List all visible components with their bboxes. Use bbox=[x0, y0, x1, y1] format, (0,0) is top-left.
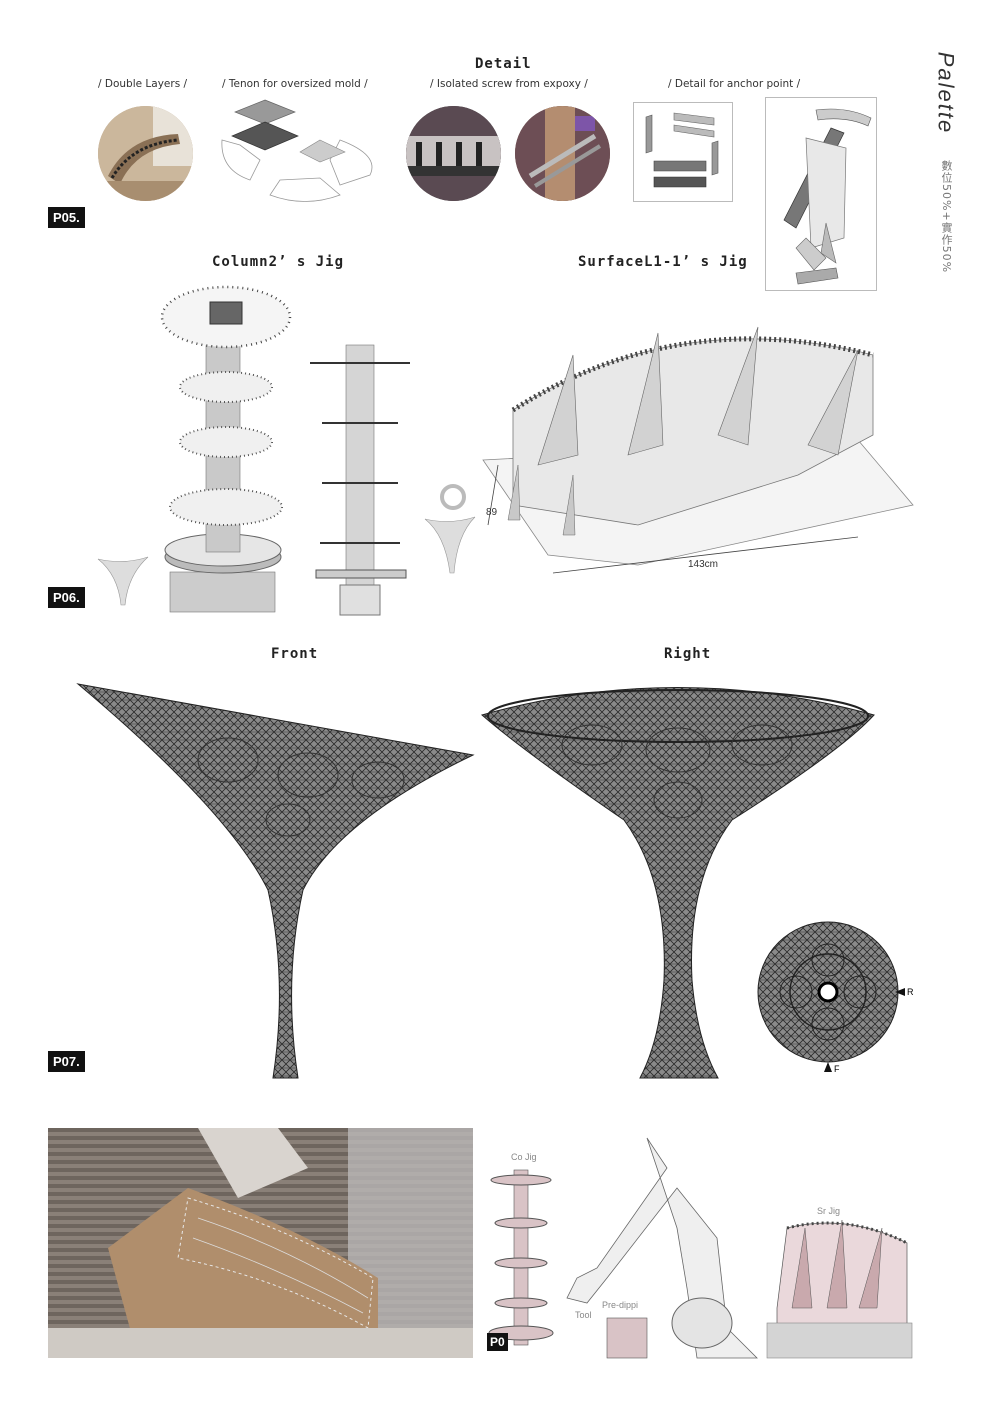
pre-dipping-label: Pre-dippi bbox=[602, 1300, 638, 1310]
trumpet-icon-small-mid bbox=[424, 484, 476, 574]
column-jig-exploded bbox=[160, 285, 292, 613]
caption-double-layers: / Double Layers / bbox=[98, 78, 188, 90]
surface-jig-width-label: 143cm bbox=[688, 559, 718, 570]
caption-tenon: / Tenon for oversized mold / bbox=[222, 78, 368, 90]
caption-isolated-screw: / Isolated screw from expoxy / bbox=[430, 78, 588, 90]
marker-f-label: F bbox=[834, 1064, 840, 1074]
brand-subtitle: 數位50%+實作50% bbox=[940, 160, 953, 274]
surface-jig-drawing: 143cm 89 bbox=[482, 326, 914, 574]
robot-setup-drawing: Co Jig Tool Pre-dippi Sr Jig bbox=[487, 1128, 913, 1359]
anchor-detail-box-2 bbox=[765, 97, 877, 291]
photo-screw-2 bbox=[515, 106, 610, 201]
photo-double-layers bbox=[98, 106, 193, 201]
trumpet-icon-small-left bbox=[97, 556, 149, 606]
fabrication-photo bbox=[48, 1128, 473, 1358]
column-jig-elevation bbox=[310, 344, 410, 616]
right-title: Right bbox=[664, 646, 712, 662]
section-code-p07: P07. bbox=[48, 1051, 85, 1072]
section-code-p08: P0 bbox=[487, 1333, 508, 1351]
right-view-mesh bbox=[480, 687, 875, 1079]
front-title: Front bbox=[271, 646, 319, 662]
brand-title: Palette bbox=[933, 51, 959, 135]
co-jig-label: Co Jig bbox=[511, 1152, 537, 1162]
top-view-mesh: R F bbox=[757, 921, 914, 1074]
section-code-p06: P06. bbox=[48, 587, 85, 608]
tenon-drawing bbox=[221, 99, 373, 202]
tool-label: Tool bbox=[575, 1310, 592, 1320]
caption-anchor-point: / Detail for anchor point / bbox=[668, 78, 801, 90]
anchor-detail-box-1 bbox=[633, 102, 733, 202]
surface-jig-depth-label: 89 bbox=[486, 507, 498, 518]
photo-screw-1 bbox=[406, 106, 501, 201]
column-jig-title: Column2’ s Jig bbox=[212, 254, 345, 270]
surface-jig-title: SurfaceL1-1’ s Jig bbox=[578, 254, 748, 270]
marker-r-label: R bbox=[907, 987, 914, 997]
section-code-p05: P05. bbox=[48, 207, 85, 228]
front-view-mesh bbox=[76, 683, 475, 1079]
brand-title-wrap: Palette bbox=[933, 50, 962, 140]
sr-jig-label: Sr Jig bbox=[817, 1206, 840, 1216]
detail-title: Detail bbox=[475, 56, 532, 72]
